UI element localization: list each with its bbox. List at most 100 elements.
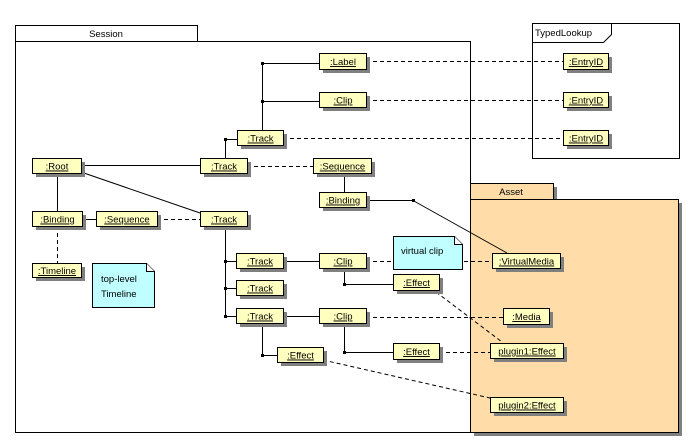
note-fold-corner xyxy=(454,236,463,245)
object-label: :Timeline xyxy=(38,266,76,277)
object-effect-a[interactable]: :Effect xyxy=(393,274,444,295)
object-entry-id-2[interactable]: :EntryID xyxy=(563,92,613,112)
object-sequence-right[interactable]: :Sequence xyxy=(313,158,376,178)
object-label: :Clip xyxy=(333,96,352,107)
object-label: :Track xyxy=(247,257,273,268)
object-box xyxy=(492,253,561,269)
note-body xyxy=(92,263,155,308)
object-label: :Clip xyxy=(333,257,352,268)
link-clip-c-effect-c xyxy=(344,324,393,353)
session-frame: Session xyxy=(15,25,471,433)
object-track-b[interactable]: :Track xyxy=(236,280,288,300)
object-effect-c[interactable]: :Effect xyxy=(393,343,444,364)
object-box xyxy=(32,211,83,227)
object-label: :Track xyxy=(247,284,273,295)
object-label[interactable]: :Label xyxy=(319,53,371,74)
typed-lookup-frame-body xyxy=(532,23,680,159)
junction-dot xyxy=(224,260,227,263)
objects-layer: :Label :Clip :Track :EntryID :EntryID :EntryI… xyxy=(32,53,613,417)
object-label: :VirtualMedia xyxy=(499,257,555,268)
object-label: :Track xyxy=(247,312,273,323)
object-box xyxy=(313,158,372,174)
object-box xyxy=(96,211,158,227)
object-label: :Effect xyxy=(287,351,314,362)
link-root-track-left xyxy=(80,171,201,214)
object-box xyxy=(236,280,284,296)
object-label: :Effect xyxy=(403,278,430,289)
object-track-a[interactable]: :Track xyxy=(236,253,288,273)
object-plugin1-effect[interactable]: plugin1:Effect xyxy=(490,343,568,363)
object-box xyxy=(200,158,248,174)
object-box xyxy=(200,211,248,227)
object-box xyxy=(319,53,367,70)
object-timeline[interactable]: :Timeline xyxy=(32,263,86,282)
object-plugin2-effect[interactable]: plugin2:Effect xyxy=(490,397,568,417)
object-box xyxy=(393,343,440,360)
object-label: :Track xyxy=(211,215,237,226)
note-body xyxy=(393,236,463,270)
object-label: :Media xyxy=(512,312,541,323)
object-label: plugin1:Effect xyxy=(498,347,556,358)
object-label: :Root xyxy=(46,162,69,173)
junction-dot xyxy=(261,62,264,65)
object-virtual-media[interactable]: :VirtualMedia xyxy=(492,253,565,273)
object-label: :Track xyxy=(211,162,237,173)
junction-dots xyxy=(224,62,415,357)
object-box xyxy=(319,308,367,324)
typed-lookup-frame-label: TypedLookup xyxy=(535,28,592,39)
junction-dot xyxy=(224,287,227,290)
object-box xyxy=(319,192,367,208)
object-box xyxy=(490,343,564,359)
session-frame-label: Session xyxy=(89,29,123,40)
note-virtual-clip[interactable]: virtual clip xyxy=(393,236,463,270)
note-text-line-2: Timeline xyxy=(101,289,137,300)
note-top-level-timeline[interactable]: top-level Timeline xyxy=(92,263,155,308)
object-track-top[interactable]: :Track xyxy=(237,130,288,150)
object-track-left[interactable]: :Track xyxy=(200,211,252,231)
object-label: :Binding xyxy=(40,215,74,226)
junction-dot xyxy=(224,138,227,141)
typed-lookup-frame: TypedLookup xyxy=(532,23,680,159)
object-box xyxy=(277,347,324,363)
junction-dot xyxy=(261,354,264,357)
object-box xyxy=(393,274,440,291)
object-binding-right[interactable]: :Binding xyxy=(319,192,371,212)
object-clip-top[interactable]: :Clip xyxy=(319,92,371,112)
object-binding-left[interactable]: :Binding xyxy=(32,211,87,231)
object-entry-id-3[interactable]: :EntryID xyxy=(563,130,613,150)
object-clip-c[interactable]: :Clip xyxy=(319,308,371,328)
object-label: plugin2:Effect xyxy=(498,401,556,412)
note-text-line-1: top-level xyxy=(101,274,137,285)
object-box xyxy=(563,92,609,108)
object-clip-a[interactable]: :Clip xyxy=(319,253,371,273)
object-label: :Sequence xyxy=(104,215,149,226)
object-box xyxy=(319,253,367,269)
object-box xyxy=(32,158,82,174)
object-box xyxy=(319,92,367,108)
junction-dot xyxy=(343,351,346,354)
junction-dot xyxy=(261,100,264,103)
note-fold-corner xyxy=(146,263,155,272)
object-entry-id-1[interactable]: :EntryID xyxy=(563,53,613,74)
object-box xyxy=(236,253,284,269)
object-label: :EntryID xyxy=(569,57,603,68)
junction-dot xyxy=(224,315,227,318)
object-box xyxy=(237,130,284,146)
object-box xyxy=(563,130,609,146)
object-effect-track[interactable]: :Effect xyxy=(277,347,328,367)
object-media[interactable]: :Media xyxy=(503,308,554,329)
object-label: :Effect xyxy=(403,347,430,358)
dashed-links xyxy=(57,61,563,399)
note-text: virtual clip xyxy=(401,246,443,257)
object-root[interactable]: :Root xyxy=(32,158,86,178)
object-label: :Binding xyxy=(326,196,360,207)
object-sequence-left[interactable]: :Sequence xyxy=(96,211,162,231)
junction-dot xyxy=(412,199,415,202)
object-track-c[interactable]: :Track xyxy=(236,308,288,328)
object-label: :Track xyxy=(247,134,273,145)
object-label: :Clip xyxy=(333,312,352,323)
object-track-mid[interactable]: :Track xyxy=(200,158,252,178)
object-label: :Label xyxy=(330,57,356,68)
link-effect-track-plugin2-effect xyxy=(322,359,491,399)
